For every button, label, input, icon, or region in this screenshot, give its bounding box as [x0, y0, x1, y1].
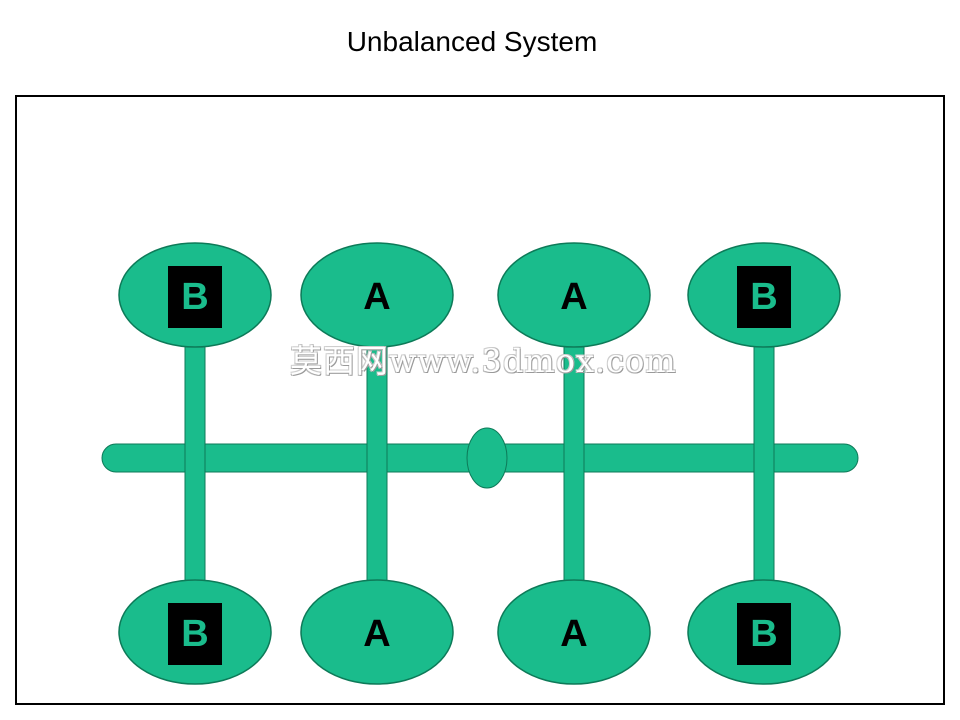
bottom-node-2: A	[300, 579, 454, 685]
shaft-center-hub	[466, 427, 508, 489]
shaft-layer	[101, 427, 859, 489]
label-box	[168, 266, 222, 328]
label-box	[737, 603, 791, 665]
node-label: B	[750, 276, 777, 318]
label-box	[168, 603, 222, 665]
node-label: A	[560, 613, 587, 655]
node-label: A	[363, 613, 390, 655]
connecting-rod-4	[753, 324, 775, 603]
bottom-node-3: A	[497, 579, 651, 685]
bottom-node-1: B	[118, 579, 272, 685]
node-label: A	[363, 276, 390, 318]
top-node-4: B	[687, 242, 841, 348]
label-box	[737, 266, 791, 328]
page-title: Unbalanced System	[346, 26, 598, 57]
rods-layer	[184, 324, 775, 603]
top-node-1: B	[118, 242, 272, 348]
node-label: A	[560, 276, 587, 318]
watermark-text: 莫西网www.3dmox.com	[290, 342, 677, 380]
node-ellipse	[300, 242, 454, 348]
node-label: B	[181, 276, 208, 318]
node-ellipse	[300, 579, 454, 685]
connecting-rod-1	[184, 324, 206, 603]
bottom-node-4: B	[687, 579, 841, 685]
node-ellipse	[497, 579, 651, 685]
diagram-frame	[15, 95, 945, 705]
nodes-layer: B A A B B A A B	[118, 242, 841, 685]
node-label: B	[181, 613, 208, 655]
top-node-2: A	[300, 242, 454, 348]
node-label: B	[750, 613, 777, 655]
top-node-3: A	[497, 242, 651, 348]
node-ellipse	[497, 242, 651, 348]
